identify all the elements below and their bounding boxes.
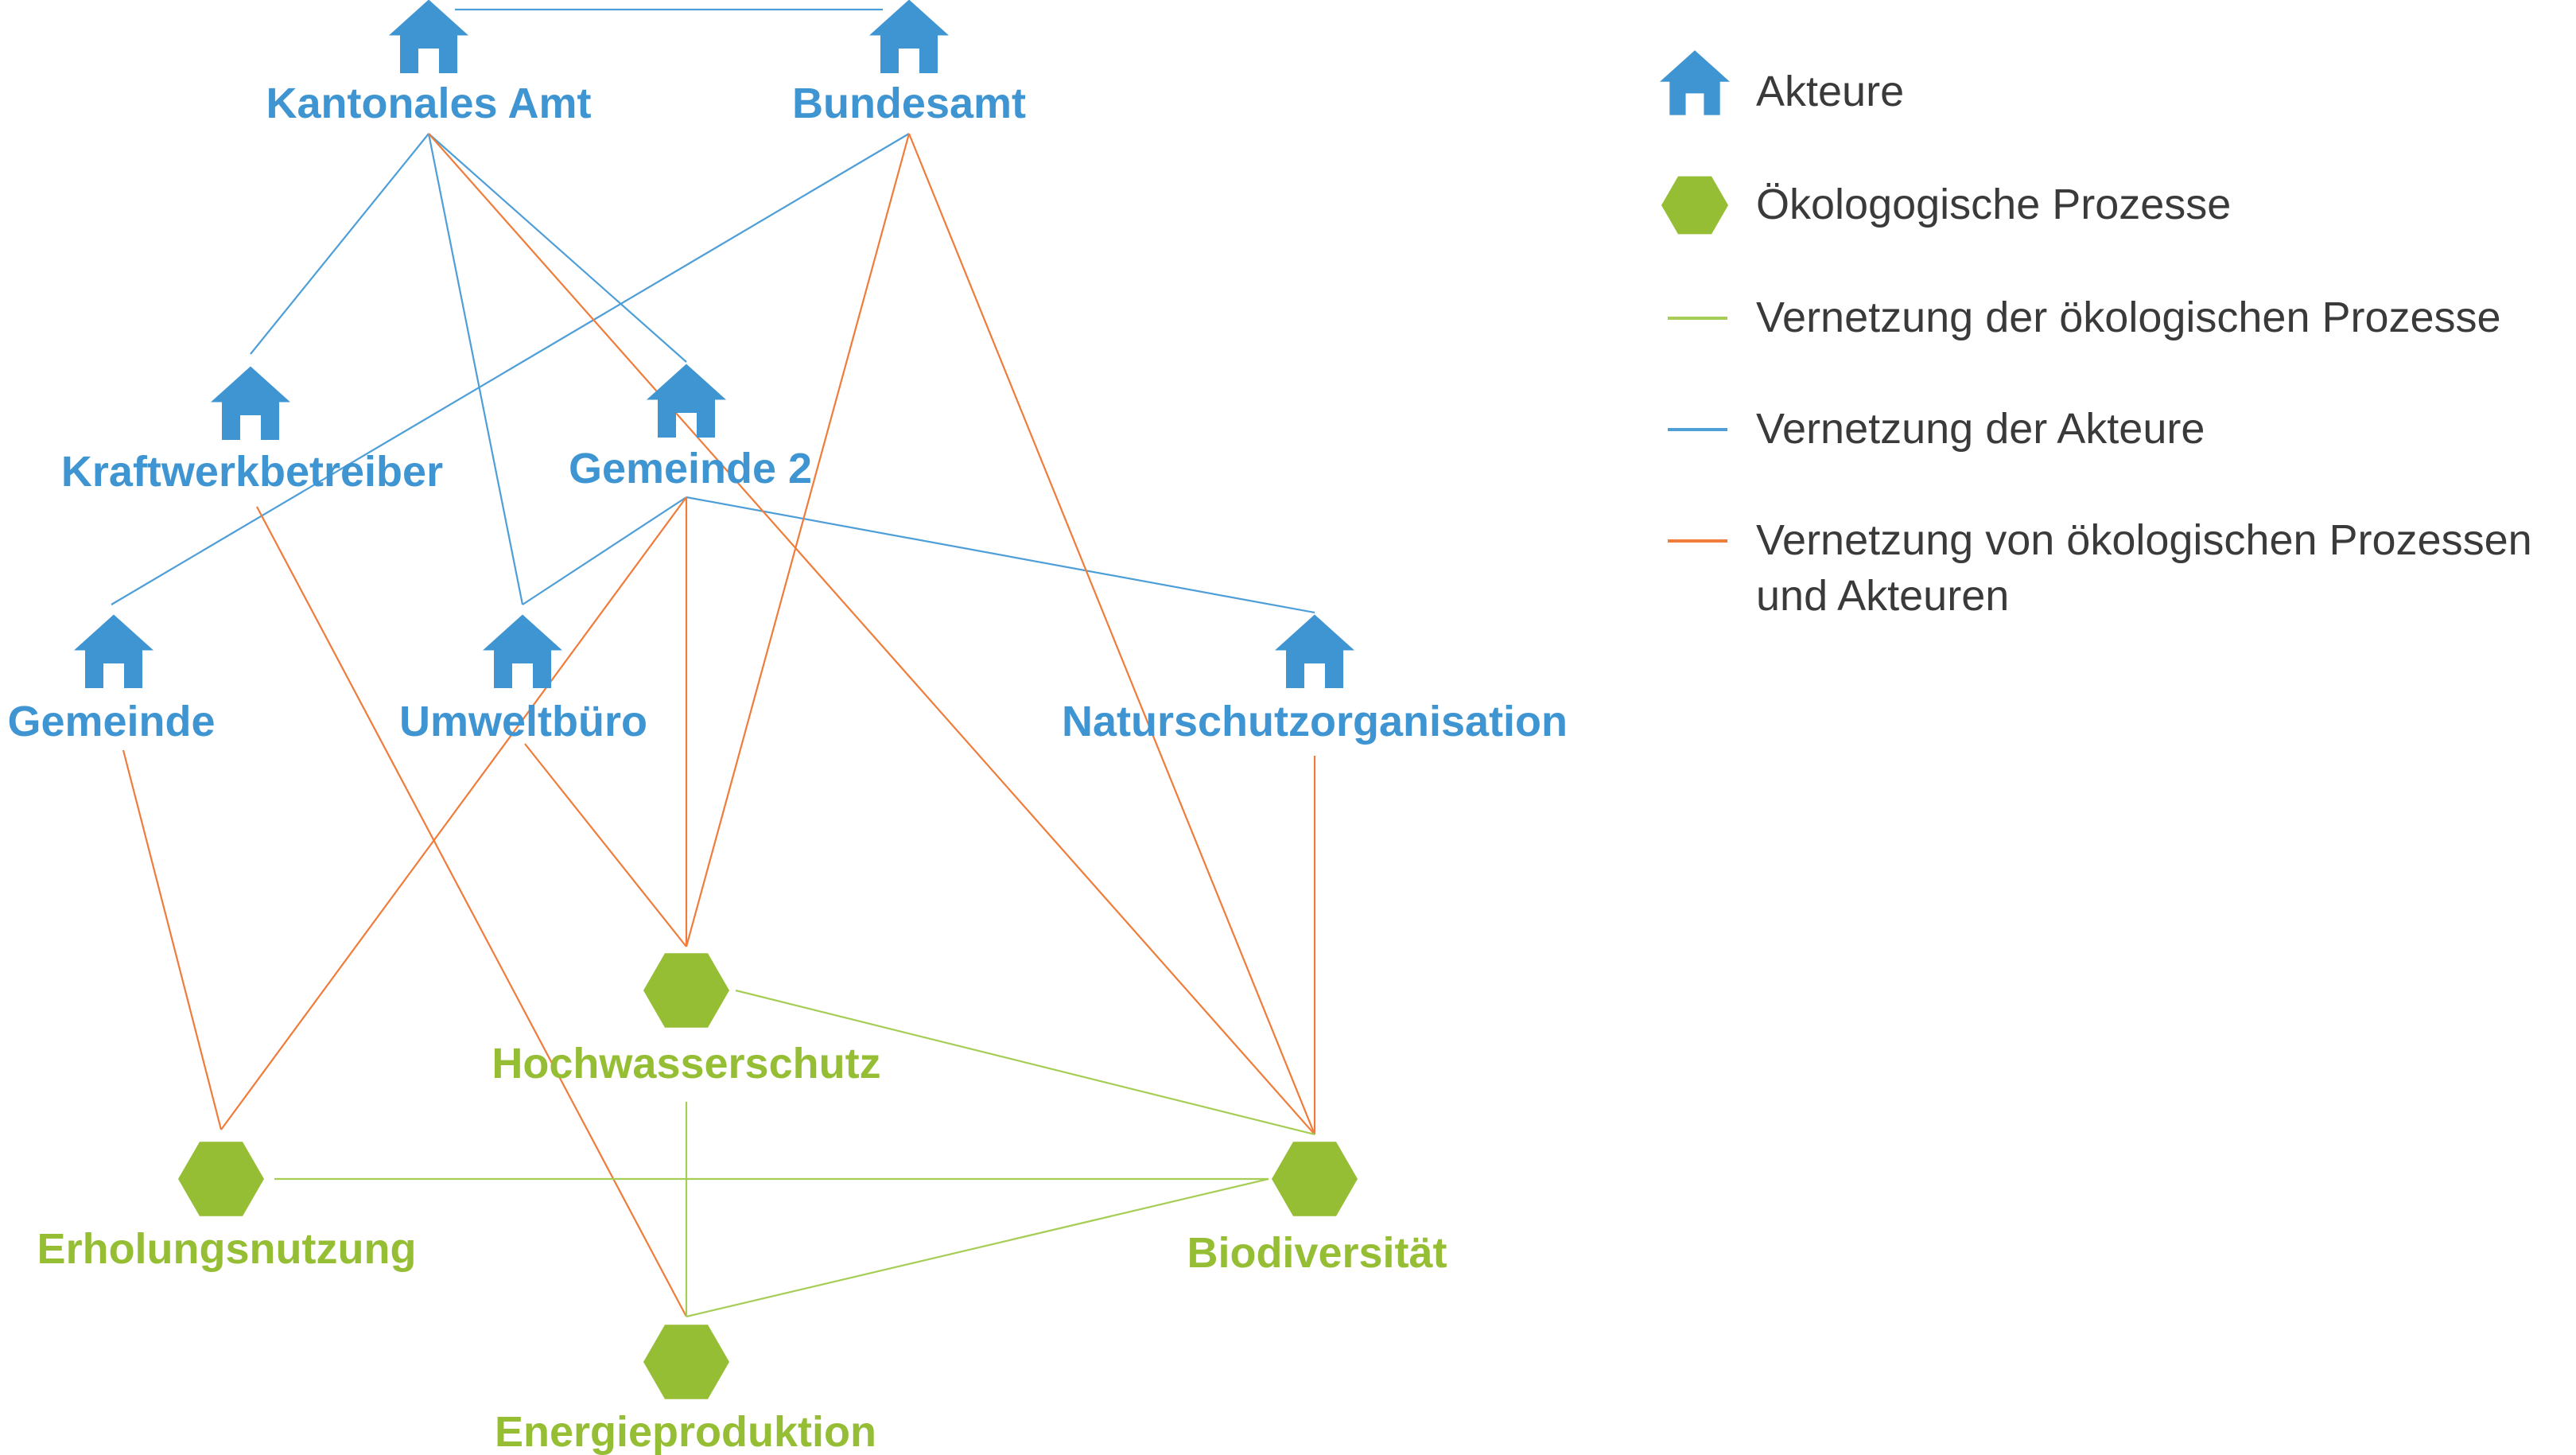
hexagon-icon [1661,176,1728,235]
actor-label-umweltbuero: Umweltbüro [399,698,647,745]
actor-label-gemeinde_2: Gemeinde 2 [569,445,812,492]
process-label-hochwasserschutz: Hochwasserschutz [491,1040,880,1087]
edge-mixed-umweltbuero-hochwasserschutz [524,743,687,947]
house-icon [869,0,949,73]
legend-item-hexagon: Ökologogische Prozesse [1661,176,2231,235]
edge-actor-gemeinde_2-umweltbuero [522,496,687,605]
hexagon-icon [1272,1142,1358,1216]
house-icon [483,614,562,688]
edge-mixed-gemeinde-erholungsnutzung [122,749,223,1130]
process-label-erholungsnutzung: Erholungsnutzung [37,1225,417,1273]
actor-node-naturschutzorganisation: Naturschutzorganisation [1062,614,1568,745]
house-icon [647,364,726,438]
legend-label: Akteure [1756,68,1904,115]
edge-mixed-kantonales_amt-biodiversitaet [428,133,1315,1135]
actor-node-gemeinde_2: Gemeinde 2 [569,364,812,492]
process-node-energieproduktion: Energieproduktion [495,1325,876,1455]
legend-label: Vernetzung der Akteure [1756,405,2205,453]
edge-mixed-kraftwerkbetreiber-energieproduktion [256,506,687,1317]
edge-process-biodiversitaet-energieproduktion [686,1177,1269,1318]
legend-label: Ökologogische Prozesse [1756,181,2231,228]
edge-actor-gemeinde_2-naturschutzorganisation [686,496,1315,614]
house-icon [1275,614,1354,688]
legend-item-line-process: Vernetzung der ökologischen Prozesse [1668,294,2501,341]
process-label-biodiversitaet: Biodiversität [1187,1229,1447,1277]
process-node-erholungsnutzung: Erholungsnutzung [37,1142,417,1273]
actor-node-bundesamt: Bundesamt [792,0,1026,127]
process-label-energieproduktion: Energieproduktion [495,1408,876,1455]
actor-label-bundesamt: Bundesamt [792,80,1026,127]
house-icon [211,366,290,440]
nodes-layer: Kantonales Amt BundesamtKraftwerkbetreibe… [7,0,1568,1455]
actor-label-kantonales_amt: Kantonales Amt [266,80,591,127]
actor-node-umweltbuero: Umweltbüro [399,614,647,745]
edge-process-hochwasserschutz-biodiversitaet [735,989,1315,1136]
hexagon-icon [178,1142,264,1216]
edge-mixed-bundesamt-biodiversitaet [907,133,1316,1135]
legend-label: Vernetzung von ökologischen Prozessen [1756,516,2532,564]
actor-node-kraftwerkbetreiber: Kraftwerkbetreiber [61,366,443,496]
edge-actor-kantonales_amt-kraftwerkbetreiber [250,133,429,355]
process-node-biodiversitaet: Biodiversität [1187,1142,1447,1277]
process-node-hochwasserschutz: Hochwasserschutz [491,953,881,1087]
edge-actor-bundesamt-gemeinde [111,133,910,605]
actor-label-gemeinde: Gemeinde [7,698,215,745]
legend-label: und Akteuren [1756,572,2009,620]
edge-actor-kantonales_amt-umweltbuero [427,133,524,605]
actor-label-kraftwerkbetreiber: Kraftwerkbetreiber [61,448,443,496]
actor-label-naturschutzorganisation: Naturschutzorganisation [1062,698,1568,745]
edge-mixed-bundesamt-hochwasserschutz [685,133,911,947]
edge-mixed-gemeinde_2-erholungsnutzung [220,496,687,1130]
hexagon-icon [643,1325,729,1399]
hexagon-icon [643,953,729,1028]
legend-label: Vernetzung der ökologischen Prozesse [1756,294,2501,341]
legend-item-line-actor: Vernetzung der Akteure [1668,405,2205,453]
legend-item-house: Akteure [1660,50,1904,115]
house-icon [389,0,468,73]
actor-node-kantonales_amt: Kantonales Amt [266,0,592,127]
actor-node-gemeinde: Gemeinde [7,614,216,745]
edges-layer [111,8,1316,1318]
house-icon [74,614,153,688]
legend-item-line-mixed: Vernetzung von ökologischen Prozessen und… [1668,516,2532,620]
edge-actor-kantonales_amt-gemeinde_2 [428,133,687,363]
house-icon [1660,50,1730,115]
